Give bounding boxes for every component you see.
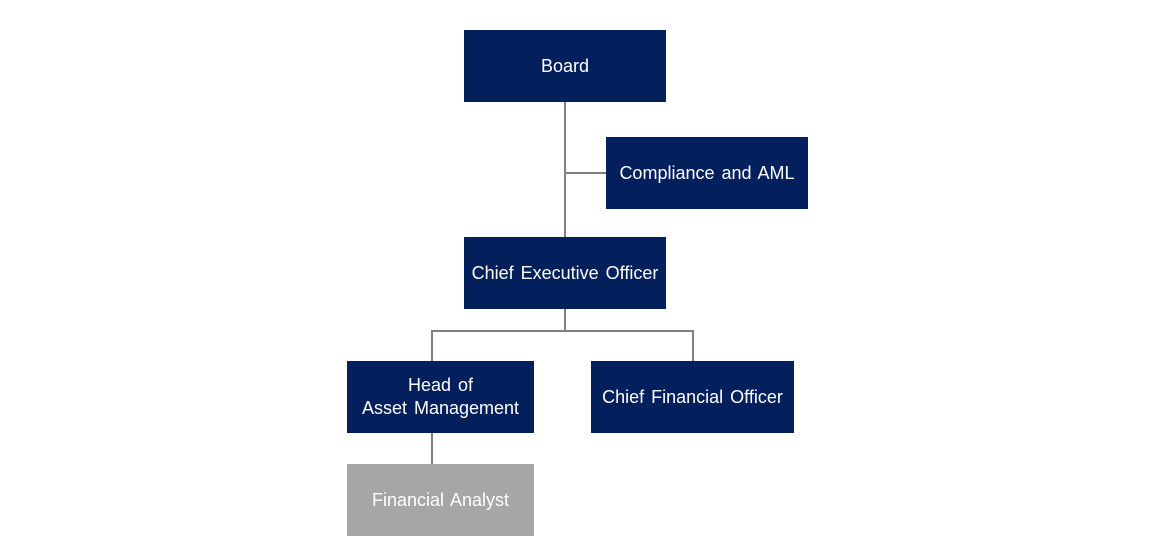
- node-ceo-label: Chief Executive Officer: [471, 262, 659, 283]
- node-financial-analyst-label: Financial Analyst: [371, 489, 510, 510]
- connector-board-to-ceo: [564, 102, 566, 238]
- node-chief-financial-officer: Chief Financial Officer: [591, 361, 794, 433]
- connector-to-compliance: [564, 172, 606, 174]
- connector-horizontal-bar: [431, 330, 694, 332]
- node-head-asset-management-line1: Head of: [407, 375, 474, 395]
- node-head-of-asset-management: Head of Asset Management: [347, 361, 534, 433]
- node-head-asset-management-label: Head of Asset Management: [362, 374, 519, 420]
- connector-to-head-asset-management: [431, 330, 433, 361]
- connector-to-financial-analyst: [431, 432, 433, 464]
- node-compliance-and-aml: Compliance and AML: [606, 137, 808, 209]
- node-cfo-label: Chief Financial Officer: [602, 386, 783, 407]
- node-chief-executive-officer: Chief Executive Officer: [464, 237, 666, 309]
- node-head-asset-management-line2: Asset Management: [361, 398, 520, 418]
- node-board: Board: [464, 30, 666, 102]
- node-board-label: Board: [540, 55, 590, 76]
- node-compliance-label: Compliance and AML: [619, 162, 795, 183]
- node-financial-analyst: Financial Analyst: [347, 464, 534, 536]
- connector-ceo-down: [564, 309, 566, 331]
- connector-to-cfo: [692, 330, 694, 361]
